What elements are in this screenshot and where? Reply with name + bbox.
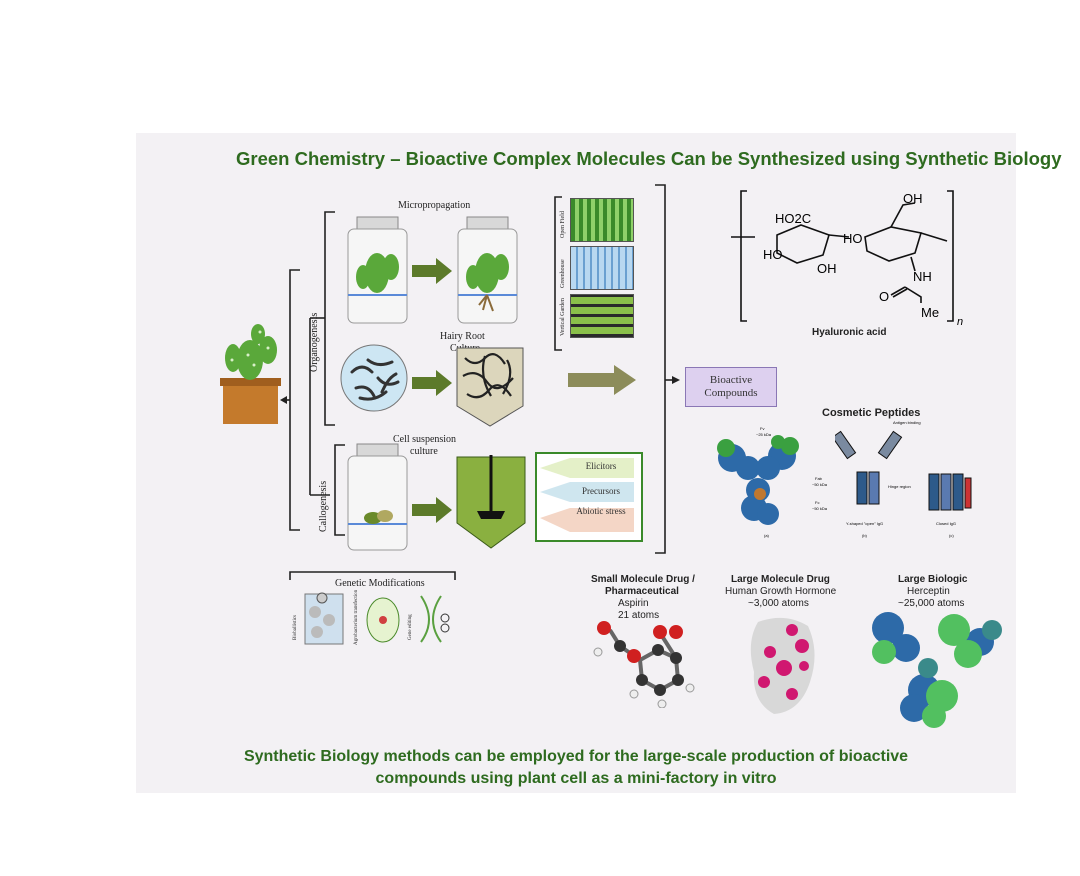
small-molecule-example: Aspirin <box>618 598 649 609</box>
large-biologic-atoms: ~25,000 atoms <box>898 598 965 609</box>
cosmetic-peptides-label: Cosmetic Peptides <box>822 407 921 419</box>
abiotic-label-text: Abiotic stress <box>576 506 626 516</box>
env-open-field <box>570 198 634 242</box>
ab-label-fv-kda: ~25 kDa <box>756 432 772 437</box>
large-molecule-title: Large Molecule Drug <box>731 574 830 585</box>
elicitors-label: Elicitors <box>585 461 617 471</box>
callogenesis-label: Callogenesis <box>318 480 329 532</box>
aspirin-model-illustration <box>593 621 695 708</box>
green-arrow-icon-3 <box>412 497 452 523</box>
env-label-greenhouse: Greenhouse <box>560 259 566 288</box>
bioreactor-root-icon <box>456 347 524 427</box>
potted-plant-icon <box>220 324 281 424</box>
jar-callus-icon <box>347 443 408 551</box>
genetic-tools-icons <box>304 592 450 645</box>
hyaluronic-acid-label: Hyaluronic acid <box>812 327 887 338</box>
gm-label-bioballistics: Bioballistics <box>293 615 298 640</box>
growth-hormone-illustration <box>750 617 815 714</box>
large-biologic-example: Herceptin <box>907 586 950 597</box>
ab-label-closed: Closed IgG <box>936 521 957 526</box>
group-oh-bottom: OH <box>817 261 837 276</box>
green-arrow-icon-2 <box>412 370 452 396</box>
genetic-modifications-label: Genetic Modifications <box>335 578 425 589</box>
ab-label-fc-kda: ~50 kDa <box>812 506 828 511</box>
group-o: O <box>879 289 889 304</box>
bioactive-label-2: Compounds <box>704 387 758 399</box>
ab-label-c: (c) <box>949 533 954 538</box>
gm-label-gene-editing: Gene editing <box>408 614 413 640</box>
organogenesis-label: Organogenesis <box>309 312 320 372</box>
hyaluronic-acid-structure: OH HO2C HO HO OH NH O Me n <box>731 190 963 325</box>
group-ho-mid: HO <box>843 231 863 246</box>
jar-rooted-plant-icon <box>457 216 518 324</box>
group-ho-left: HO <box>763 247 783 262</box>
herceptin-illustration <box>872 612 1002 728</box>
group-oh-top: OH <box>903 191 923 206</box>
group-n: n <box>957 316 963 325</box>
group-nh: NH <box>913 269 932 284</box>
cell-suspension-label-2: culture <box>410 446 438 457</box>
group-ho2c: HO2C <box>775 211 811 226</box>
bioreactor-icon <box>456 455 526 549</box>
precursors-label: Precursors <box>582 486 620 496</box>
abiotic-label-1: Abiotic stress <box>571 506 631 530</box>
green-arrow-icon <box>412 258 452 284</box>
small-molecule-title-1: Small Molecule Drug / <box>591 574 695 585</box>
env-label-open: Open Field <box>560 211 566 238</box>
ab-label-hinge: Hinge region <box>888 484 911 489</box>
large-biologic-title: Large Biologic <box>898 574 968 585</box>
env-label-vertical: Vertical Garden <box>560 298 566 336</box>
small-molecule-atoms: 21 atoms <box>618 610 660 621</box>
petri-dish-icon <box>340 344 408 412</box>
micropropagation-label: Micropropagation <box>398 200 471 211</box>
group-me: Me <box>921 305 939 320</box>
ab-label-a: (a) <box>764 533 769 538</box>
env-greenhouse <box>570 246 634 290</box>
ab-label-fc: Fc <box>815 500 820 505</box>
ab-label-open: Y-shaped "open" IgG <box>846 521 884 526</box>
small-molecule-title-2: Pharmaceutical <box>605 586 679 597</box>
jar-plant-icon <box>347 216 408 324</box>
gm-label-agrobacterium: Agrobacterium transfection <box>354 589 359 645</box>
cell-suspension-label-1: Cell suspension <box>393 434 457 445</box>
antibody-protein-illustration <box>717 435 799 525</box>
ab-label-fab: Fab <box>815 476 822 481</box>
big-arrow-icon <box>568 365 636 395</box>
footer-line-2: compounds using plant cell as a mini-fac… <box>375 770 777 787</box>
elicitor-arrows <box>540 458 634 532</box>
ab-label-b: (b) <box>862 533 867 538</box>
ab-label-fab-kda: ~50 kDa <box>812 482 828 487</box>
ab-label-antigen: Antigen binding <box>893 420 921 425</box>
footer-line-1: Synthetic Biology methods can be employe… <box>243 748 909 765</box>
large-molecule-example: Human Growth Hormone <box>725 586 837 597</box>
igg-open-diagram <box>835 430 903 505</box>
env-vertical-garden <box>570 294 634 338</box>
hairy-root-label-1: Hairy Root <box>440 331 485 342</box>
igg-closed-diagram <box>928 473 972 511</box>
figure-title: Green Chemistry – Bioactive Complex Mole… <box>236 148 1062 169</box>
bioactive-label-1: Bioactive <box>709 374 753 386</box>
ab-label-fv: Fv <box>760 426 765 431</box>
large-molecule-atoms: ~3,000 atoms <box>748 598 809 609</box>
